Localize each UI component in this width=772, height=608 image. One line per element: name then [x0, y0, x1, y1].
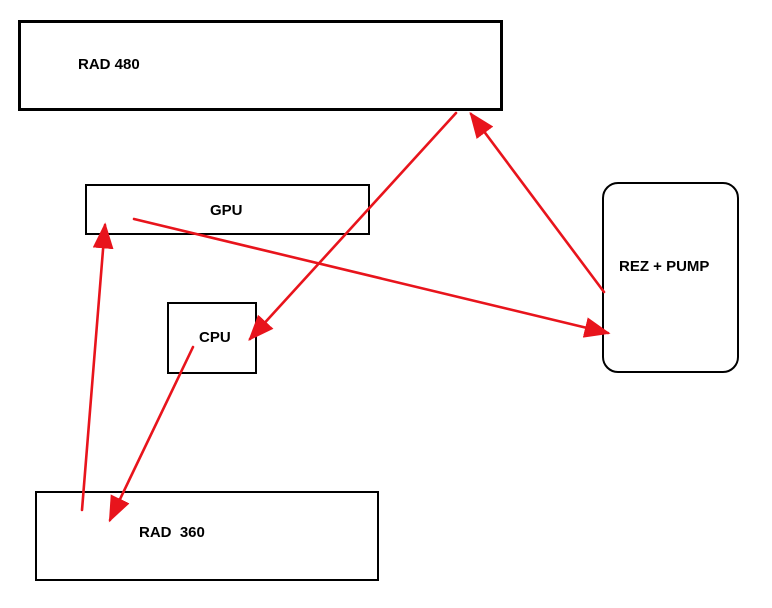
rad-360-label: RAD 360 — [139, 524, 205, 541]
gpu-label: GPU — [210, 202, 243, 219]
rad-360-box — [35, 491, 379, 581]
rad-480-label: RAD 480 — [78, 56, 140, 73]
rez-pump-box — [602, 182, 739, 373]
rez-pump-label: REZ + PUMP — [619, 258, 710, 275]
arrow-rad-360-to-gpu — [80, 222, 114, 512]
cpu-label: CPU — [199, 329, 231, 346]
arrow-rez-pump-to-rad-480 — [469, 111, 606, 294]
rad-480-box — [18, 20, 503, 111]
